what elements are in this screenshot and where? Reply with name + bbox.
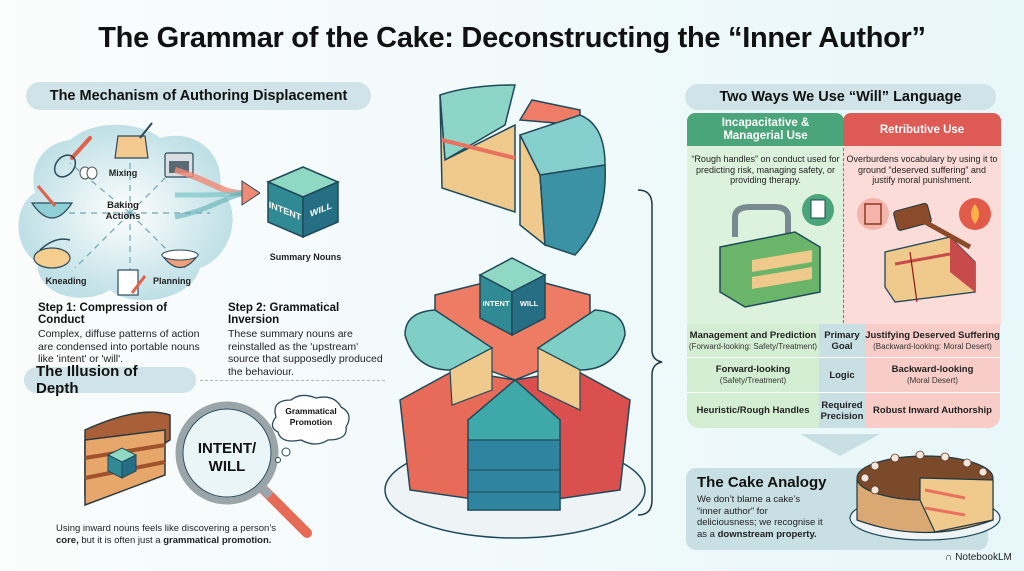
- illusion-heading: The Illusion of Depth: [24, 363, 196, 397]
- center-label: Baking Actions: [105, 200, 141, 222]
- recipe-notes-icon: [117, 269, 147, 296]
- retributive-title: Retributive Use: [843, 113, 1001, 146]
- mixing-bowl-icon: [30, 185, 74, 219]
- illusion-caption: Using inward nouns feels like discoverin…: [56, 523, 296, 547]
- cake-analogy-heading: The Cake Analogy: [697, 474, 827, 491]
- action-label-planning: Planning: [153, 276, 191, 286]
- whole-cake-illustration: [849, 450, 1001, 541]
- managerial-text: “Rough handles” on conduct used for pred…: [691, 154, 840, 185]
- dashed-divider: [200, 380, 385, 381]
- toolbox-icon: [719, 194, 834, 308]
- page-title: The Grammar of the Cake: Deconstructing …: [98, 22, 926, 54]
- notebooklm-logo-icon: ∩: [945, 552, 953, 563]
- center-cube-will: WILL: [520, 299, 539, 308]
- cube-caption: Summary Nouns: [269, 252, 342, 262]
- analogy-bold-downstream: downstream property.: [717, 528, 817, 540]
- flow-arrow: [174, 167, 260, 220]
- kneading-dough-icon: [33, 238, 71, 269]
- managerial-title: Incapacitative & Managerial Use: [687, 113, 844, 146]
- step2-title: Step 2: Grammatical Inversion: [228, 302, 340, 326]
- flour-bag-icon: [114, 122, 153, 159]
- step1-title: Step 1: Compression of Conduct: [38, 302, 168, 326]
- analogy-text-part: We don’t blame a cake’s “inner author” f…: [697, 494, 823, 540]
- retributive-text: Overburdens vocabulary by using it to gr…: [846, 154, 998, 185]
- two-ways-heading: Two Ways We Use “Will” Language: [685, 84, 996, 110]
- bracket: [637, 189, 663, 516]
- table-row-logic-label: Logic: [819, 358, 865, 393]
- table-row-logic-right: Backward-looking(Moral Desert): [865, 358, 1000, 393]
- thought-bubble: [271, 394, 350, 463]
- gavel-on-cake-icon: [857, 198, 991, 303]
- brand-name: NotebookLM: [955, 552, 1012, 563]
- caption-part: Using inward nouns feels like discoverin…: [56, 523, 277, 534]
- whisk-icon: [53, 136, 92, 178]
- top-slice-left: [439, 84, 516, 162]
- table-row-goal-left: Management and Prediction(Forward-lookin…: [687, 324, 819, 358]
- planning-bowl-icon: [160, 249, 200, 269]
- step1-text: Complex, diffuse patterns of action are …: [38, 328, 200, 365]
- summary-nouns-cube: INTENT WILL: [266, 166, 340, 239]
- step2: Step 2: Grammatical Inversion These summ…: [228, 302, 388, 378]
- lens-text: INTENT/ WILL: [197, 440, 257, 475]
- table-row-precision-left: Heuristic/Rough Handles: [687, 393, 819, 428]
- bubble-text: Grammatical Promotion: [285, 406, 337, 427]
- brand-footer: ∩ NotebookLM: [945, 552, 1012, 563]
- caption-part: but it is often just a: [78, 535, 164, 546]
- comparison-table: Management and Prediction(Forward-lookin…: [687, 324, 1000, 428]
- cake-slice-with-cube: [84, 411, 171, 507]
- table-row-goal-right: Justifying Deserved Suffering(Backward-l…: [865, 324, 1000, 358]
- step2-text: These summary nouns are reinstalled as t…: [228, 328, 383, 378]
- table-row-goal-label: Primary Goal: [819, 324, 865, 358]
- cake-analogy-text: We don’t blame a cake’s “inner author” f…: [697, 494, 827, 540]
- mechanism-heading: The Mechanism of Authoring Displacement: [26, 82, 371, 110]
- table-row-precision-right: Robust Inward Authorship: [865, 393, 1000, 428]
- action-label-mixing: Mixing: [108, 168, 138, 178]
- eggs-icon: [79, 166, 98, 180]
- caption-bold-core: core,: [56, 535, 79, 546]
- caption-bold-promotion: grammatical promotion.: [163, 535, 272, 546]
- step1: Step 1: Compression of Conduct Complex, …: [38, 302, 208, 366]
- action-label-kneading: Kneading: [45, 276, 87, 286]
- magnifying-glass-icon: [175, 401, 312, 538]
- central-cake-illustration: INTENT WILL: [384, 84, 663, 539]
- down-arrow: [800, 434, 880, 456]
- table-row-logic-left: Forward-looking(Safety/Treatment): [687, 358, 819, 393]
- center-cube-intent: INTENT: [482, 299, 510, 308]
- panel-divider: [843, 148, 844, 323]
- table-row-precision-label: Required Precision: [819, 393, 865, 428]
